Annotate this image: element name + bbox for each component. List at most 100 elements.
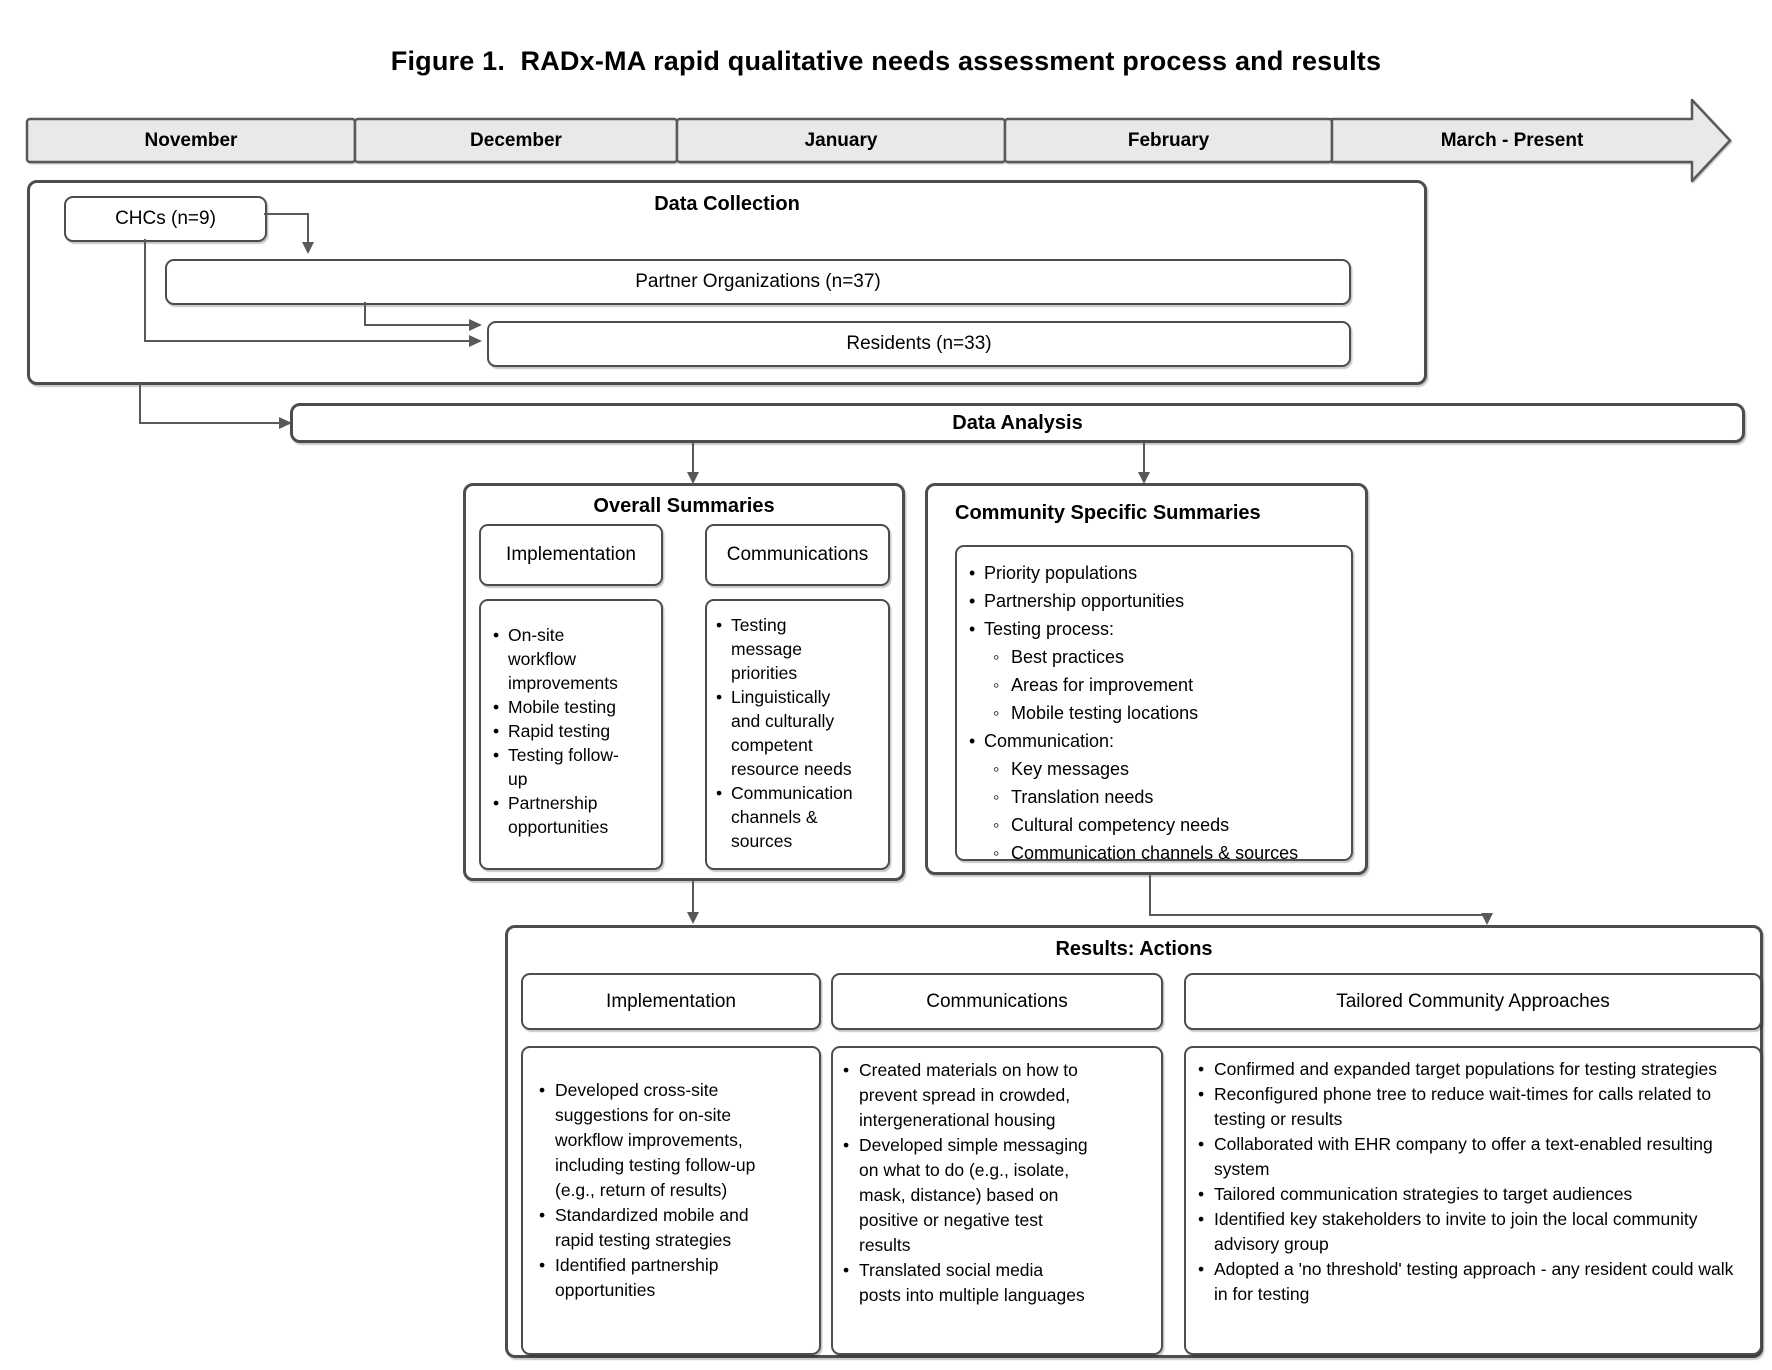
bullet-icon: • <box>493 793 500 813</box>
partner-orgs-label: Partner Organizations (n=37) <box>635 271 881 292</box>
residents-box: Residents (n=33) <box>487 321 1351 367</box>
bullet-icon: • <box>1198 1209 1205 1229</box>
bullet-icon: • <box>843 1135 850 1155</box>
bullet-icon: • <box>843 1060 850 1080</box>
data-analysis-box: Data Analysis <box>290 403 1745 443</box>
data-collection-title: Data Collection <box>654 193 800 215</box>
arrowhead-down-icon <box>1481 913 1493 925</box>
results-communications-header-box: Communications <box>831 973 1163 1030</box>
overall-communications-list-box: •Testing message priorities•Linguistical… <box>705 599 890 870</box>
bullet-icon: ◦ <box>993 843 1000 861</box>
list-item-text: Adopted a 'no threshold' testing approac… <box>1214 1259 1734 1304</box>
bullet-icon: • <box>1198 1259 1205 1279</box>
list-item: ◦ Areas for improvement <box>969 671 1345 699</box>
list-item: • Developed cross-site suggestions for on… <box>539 1078 813 1203</box>
list-item: •Testing process: <box>969 615 1345 643</box>
list-item-text: Developed cross-site suggestions for on-… <box>555 1080 756 1200</box>
bullet-icon: • <box>716 687 723 707</box>
results-tailored-list-box: • Confirmed and expanded target populatio… <box>1184 1046 1762 1355</box>
bullet-icon: • <box>539 1080 546 1100</box>
list-item-text: Partnership opportunities <box>984 591 1185 611</box>
list-item: • Communication channels & sources <box>716 781 884 853</box>
bullet-icon: • <box>1198 1084 1205 1104</box>
list-item-text: Communication: <box>984 731 1115 751</box>
results-actions-box: Results: Actions Implementation Communic… <box>505 925 1763 1358</box>
residents-label: Residents (n=33) <box>846 333 992 354</box>
overall-implementation-header-label: Implementation <box>506 544 636 565</box>
bullet-icon: • <box>1198 1059 1205 1079</box>
list-item: • Identified key stakeholders to invite t… <box>1198 1207 1754 1257</box>
list-item-text: Communication channels & sources <box>1011 843 1299 861</box>
list-item: •Tailored communication strategies to ta… <box>1198 1182 1754 1207</box>
results-actions-title: Results: Actions <box>1055 938 1213 960</box>
results-implementation-header-box: Implementation <box>521 973 821 1030</box>
bullet-icon: ◦ <box>993 703 1000 723</box>
list-item-text: Linguistically and culturally competent … <box>731 687 852 779</box>
list-item-text: Collaborated with EHR company to offer a… <box>1214 1134 1713 1179</box>
list-item: • Priority populations <box>969 559 1345 587</box>
chcs-box: CHCs (n=9) <box>64 196 267 242</box>
list-item: • On-site workflow improvements <box>493 623 657 695</box>
list-item-text: Areas for improvement <box>1011 675 1194 695</box>
bullet-icon: • <box>716 615 723 635</box>
list-item: •Created materials on how to prevent spr… <box>843 1058 1157 1133</box>
bullet-icon: • <box>716 783 723 803</box>
list-item: •Testing message priorities <box>716 613 884 685</box>
list-item-text: Reconfigured phone tree to reduce wait-t… <box>1214 1084 1712 1129</box>
bullet-icon: • <box>969 563 976 583</box>
bullet-icon: • <box>493 625 500 645</box>
bullet-icon: • <box>493 721 500 741</box>
bullet-icon: • <box>969 591 976 611</box>
list-item: ◦Best practices <box>969 643 1345 671</box>
community-summaries-title: Community Specific Summaries <box>955 502 1261 524</box>
list-item-text: Mobile testing <box>508 697 616 717</box>
list-item: ◦ Communication channels & sources <box>969 839 1345 861</box>
list-item-text: Confirmed and expanded target population… <box>1214 1059 1717 1079</box>
month-label-february: February <box>1127 129 1210 151</box>
list-item-text: Testing process: <box>984 619 1115 639</box>
list-item-text: Key messages <box>1011 759 1130 779</box>
list-item-text: Testing follow-up <box>508 745 619 789</box>
month-label-january: January <box>804 129 878 151</box>
results-implementation-list-box: • Developed cross-site suggestions for on… <box>521 1046 821 1355</box>
bullet-icon: ◦ <box>993 675 1000 695</box>
list-item: • Communication: <box>969 727 1345 755</box>
bullet-icon: • <box>493 745 500 765</box>
overall-summaries-box: Overall Summaries Implementation Communi… <box>463 483 905 881</box>
list-item-text: On-site workflow improvements <box>508 625 618 693</box>
arrow-collection-to-analysis <box>139 383 281 424</box>
overall-communications-header-label: Communications <box>726 544 869 565</box>
bullet-icon: • <box>843 1260 850 1280</box>
overall-summaries-title: Overall Summaries <box>593 495 775 517</box>
results-communications-list-box: •Created materials on how to prevent spr… <box>831 1046 1163 1355</box>
partner-orgs-box: Partner Organizations (n=37) <box>165 259 1351 305</box>
results-implementation-header-label: Implementation <box>606 990 736 1012</box>
results-tailored-header-box: Tailored Community Approaches <box>1184 973 1762 1030</box>
list-item-text: Partnership opportunities <box>508 793 609 837</box>
list-item-text: Priority populations <box>984 563 1138 583</box>
list-item-text: Communication channels & sources <box>731 783 853 851</box>
bullet-icon: • <box>539 1205 546 1225</box>
list-item: •Collaborated with EHR company to offer … <box>1198 1132 1754 1182</box>
list-item: ◦Cultural competency needs <box>969 811 1345 839</box>
bullet-icon: • <box>969 731 976 751</box>
list-item: •Mobile testing <box>493 695 657 719</box>
list-item-text: Translated social media posts into multi… <box>859 1260 1085 1305</box>
overall-communications-header-box: Communications <box>705 524 890 586</box>
overall-implementation-header-box: Implementation <box>479 524 663 586</box>
month-label-december: December <box>470 129 562 151</box>
list-item-text: Developed simple messaging on what to do… <box>859 1135 1088 1255</box>
community-summaries-box: Community Specific Summaries • Priority p… <box>925 483 1368 875</box>
list-item: • Adopted a 'no threshold' testing approa… <box>1198 1257 1754 1307</box>
community-summaries-list-box: • Priority populations • Partnership opport… <box>955 545 1353 861</box>
list-item: ◦Mobile testing locations <box>969 699 1345 727</box>
list-item-text: Rapid testing <box>508 721 611 741</box>
list-item: • Partnership opportunities <box>969 587 1345 615</box>
list-item: ◦Key messages <box>969 755 1345 783</box>
list-item-text: Translation needs <box>1011 787 1154 807</box>
list-item-text: Identified key stakeholders to invite to… <box>1214 1209 1698 1254</box>
overall-implementation-list-box: •On-site workflow improvements•Mobile te… <box>479 599 663 870</box>
list-item-text: Best practices <box>1011 647 1125 667</box>
list-item: • Linguistically and culturally competent… <box>716 685 884 781</box>
figure-title: Figure 1. RADx-MA rapid qualitative need… <box>390 46 1382 76</box>
